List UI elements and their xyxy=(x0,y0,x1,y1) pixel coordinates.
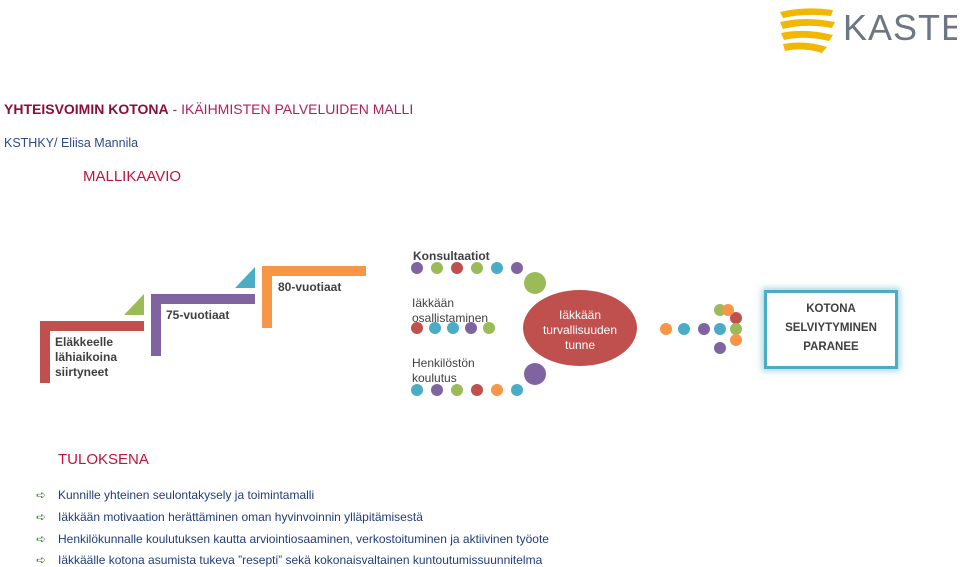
logo-swoosh-icon xyxy=(780,8,835,53)
logo-text: KASTE xyxy=(843,7,957,48)
outcome-box xyxy=(764,290,898,369)
step-1-shape xyxy=(40,294,144,383)
dot-row-top xyxy=(411,262,523,274)
arrow-bullet-icon: ➪ xyxy=(36,553,47,567)
page-title: YHTEISVOIMIN KOTONA - IKÄIHMISTEN PALVEL… xyxy=(4,101,413,117)
kaste-logo: KASTE xyxy=(780,7,957,53)
result-item-text: Kunnille yhteinen seulontakysely ja toim… xyxy=(58,488,315,502)
participation-label: Iäkkään osallistaminen xyxy=(412,296,489,325)
arrow-bullet-icon: ➪ xyxy=(36,532,47,546)
dot-row-middle xyxy=(411,322,495,334)
diagram-title: MALLIKAAVIO xyxy=(83,168,182,185)
step-3-shape xyxy=(262,266,366,328)
title-main: YHTEISVOIMIN KOTONA xyxy=(4,101,169,117)
result-item: ➪ Iäkkäälle kotona asumista tukeva ”resep… xyxy=(36,553,542,567)
title-subtitle: IKÄIHMISTEN PALVELUIDEN MALLI xyxy=(181,101,414,117)
dot-row-right xyxy=(660,304,742,354)
model-diagram xyxy=(40,262,742,396)
title-separator: - xyxy=(168,101,182,117)
arrow-bullet-icon: ➪ xyxy=(36,510,47,524)
result-item: ➪ Iäkkään motivaation herättäminen oman h… xyxy=(36,510,423,524)
consultations-label: Konsultaatiot xyxy=(413,249,490,263)
dot-row-bottom xyxy=(411,384,523,396)
step-3-label: 80-vuotiaat xyxy=(278,280,342,294)
safety-oval xyxy=(523,290,637,366)
author-line: KSTHKY/ Eliisa Mannila xyxy=(4,136,139,150)
result-item: ➪ Henkilökunnalle koulutuksen kautta arvi… xyxy=(36,532,549,546)
results-heading: TULOKSENA xyxy=(58,451,149,468)
step-2-label: 75-vuotiaat xyxy=(166,308,230,322)
accent-dot-bottom xyxy=(524,363,546,385)
step-1-label: Eläkkeelle lähiaikoina siirtyneet xyxy=(55,335,118,379)
safety-oval-label: Iäkkään turvallisuuden tunne xyxy=(542,308,618,352)
result-item: ➪ Kunnille yhteinen seulontakysely ja toi… xyxy=(36,488,314,502)
step-2-shape xyxy=(151,267,255,356)
result-item-text: Iäkkäälle kotona asumista tukeva ”resept… xyxy=(58,553,543,567)
training-label: Henkilöstön koulutus xyxy=(412,356,475,385)
result-item-text: Henkilökunnalle koulutuksen kautta arvio… xyxy=(58,532,549,546)
accent-dot-top xyxy=(524,272,546,294)
outcome-label: KOTONA SELVIYTYMINEN PARANEE xyxy=(785,303,877,353)
result-item-text: Iäkkään motivaation herättäminen oman hy… xyxy=(58,510,423,524)
arrow-bullet-icon: ➪ xyxy=(36,488,47,502)
